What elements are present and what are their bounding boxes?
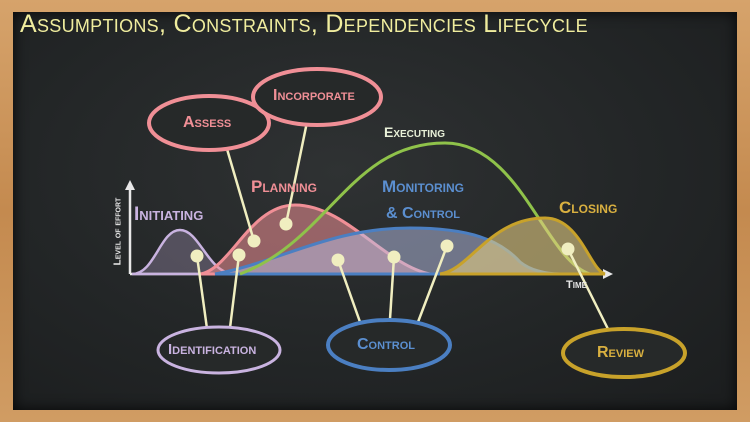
activity-label-control: Control (357, 336, 415, 353)
connector-review (566, 248, 612, 334)
dot-identification-1 (190, 249, 204, 263)
page-title: Assumptions, Constraints, Dependencies L… (20, 10, 588, 38)
x-axis-label: Time (566, 279, 587, 291)
control-ellipse (326, 318, 452, 372)
connector-ident-2 (227, 254, 241, 337)
incorporate-ellipse (251, 67, 383, 127)
activity-label-assess: Assess (183, 114, 232, 131)
connector-incorporate (284, 121, 309, 225)
phase-label-monitoring-1: Monitoring (382, 177, 464, 196)
closing-curve (439, 216, 606, 276)
activity-label-review: Review (597, 344, 645, 361)
connector-control-1 (336, 259, 362, 323)
phase-label-monitoring-2: & Control (386, 205, 460, 222)
dot-control-3 (440, 239, 454, 253)
assess-ellipse (147, 94, 271, 152)
dot-control-1 (331, 253, 345, 267)
y-axis-arrow (125, 180, 135, 190)
dot-incorporate (279, 217, 293, 231)
chalk-dots (190, 217, 575, 267)
dot-control-2 (387, 250, 401, 264)
review-ellipse (561, 327, 687, 379)
identification-ellipse (156, 325, 282, 375)
dot-assess (247, 234, 261, 248)
connector-ident-1 (195, 255, 210, 337)
x-axis-arrow (603, 269, 613, 279)
phase-label-initiating: Initiating (134, 204, 204, 225)
dot-identification-2 (232, 248, 246, 262)
phase-label-executing: Executing (384, 124, 446, 140)
activity-label-identification: Identification (168, 341, 257, 358)
connector-control-2 (388, 256, 396, 320)
dot-review (561, 242, 575, 256)
connector-control-3 (416, 245, 449, 323)
activity-label-incorporate: Incorporate (273, 87, 355, 104)
phase-label-planning: Planning (251, 177, 318, 196)
phase-label-closing: Closing (559, 198, 618, 217)
y-axis-label: Level of effort (112, 197, 124, 266)
